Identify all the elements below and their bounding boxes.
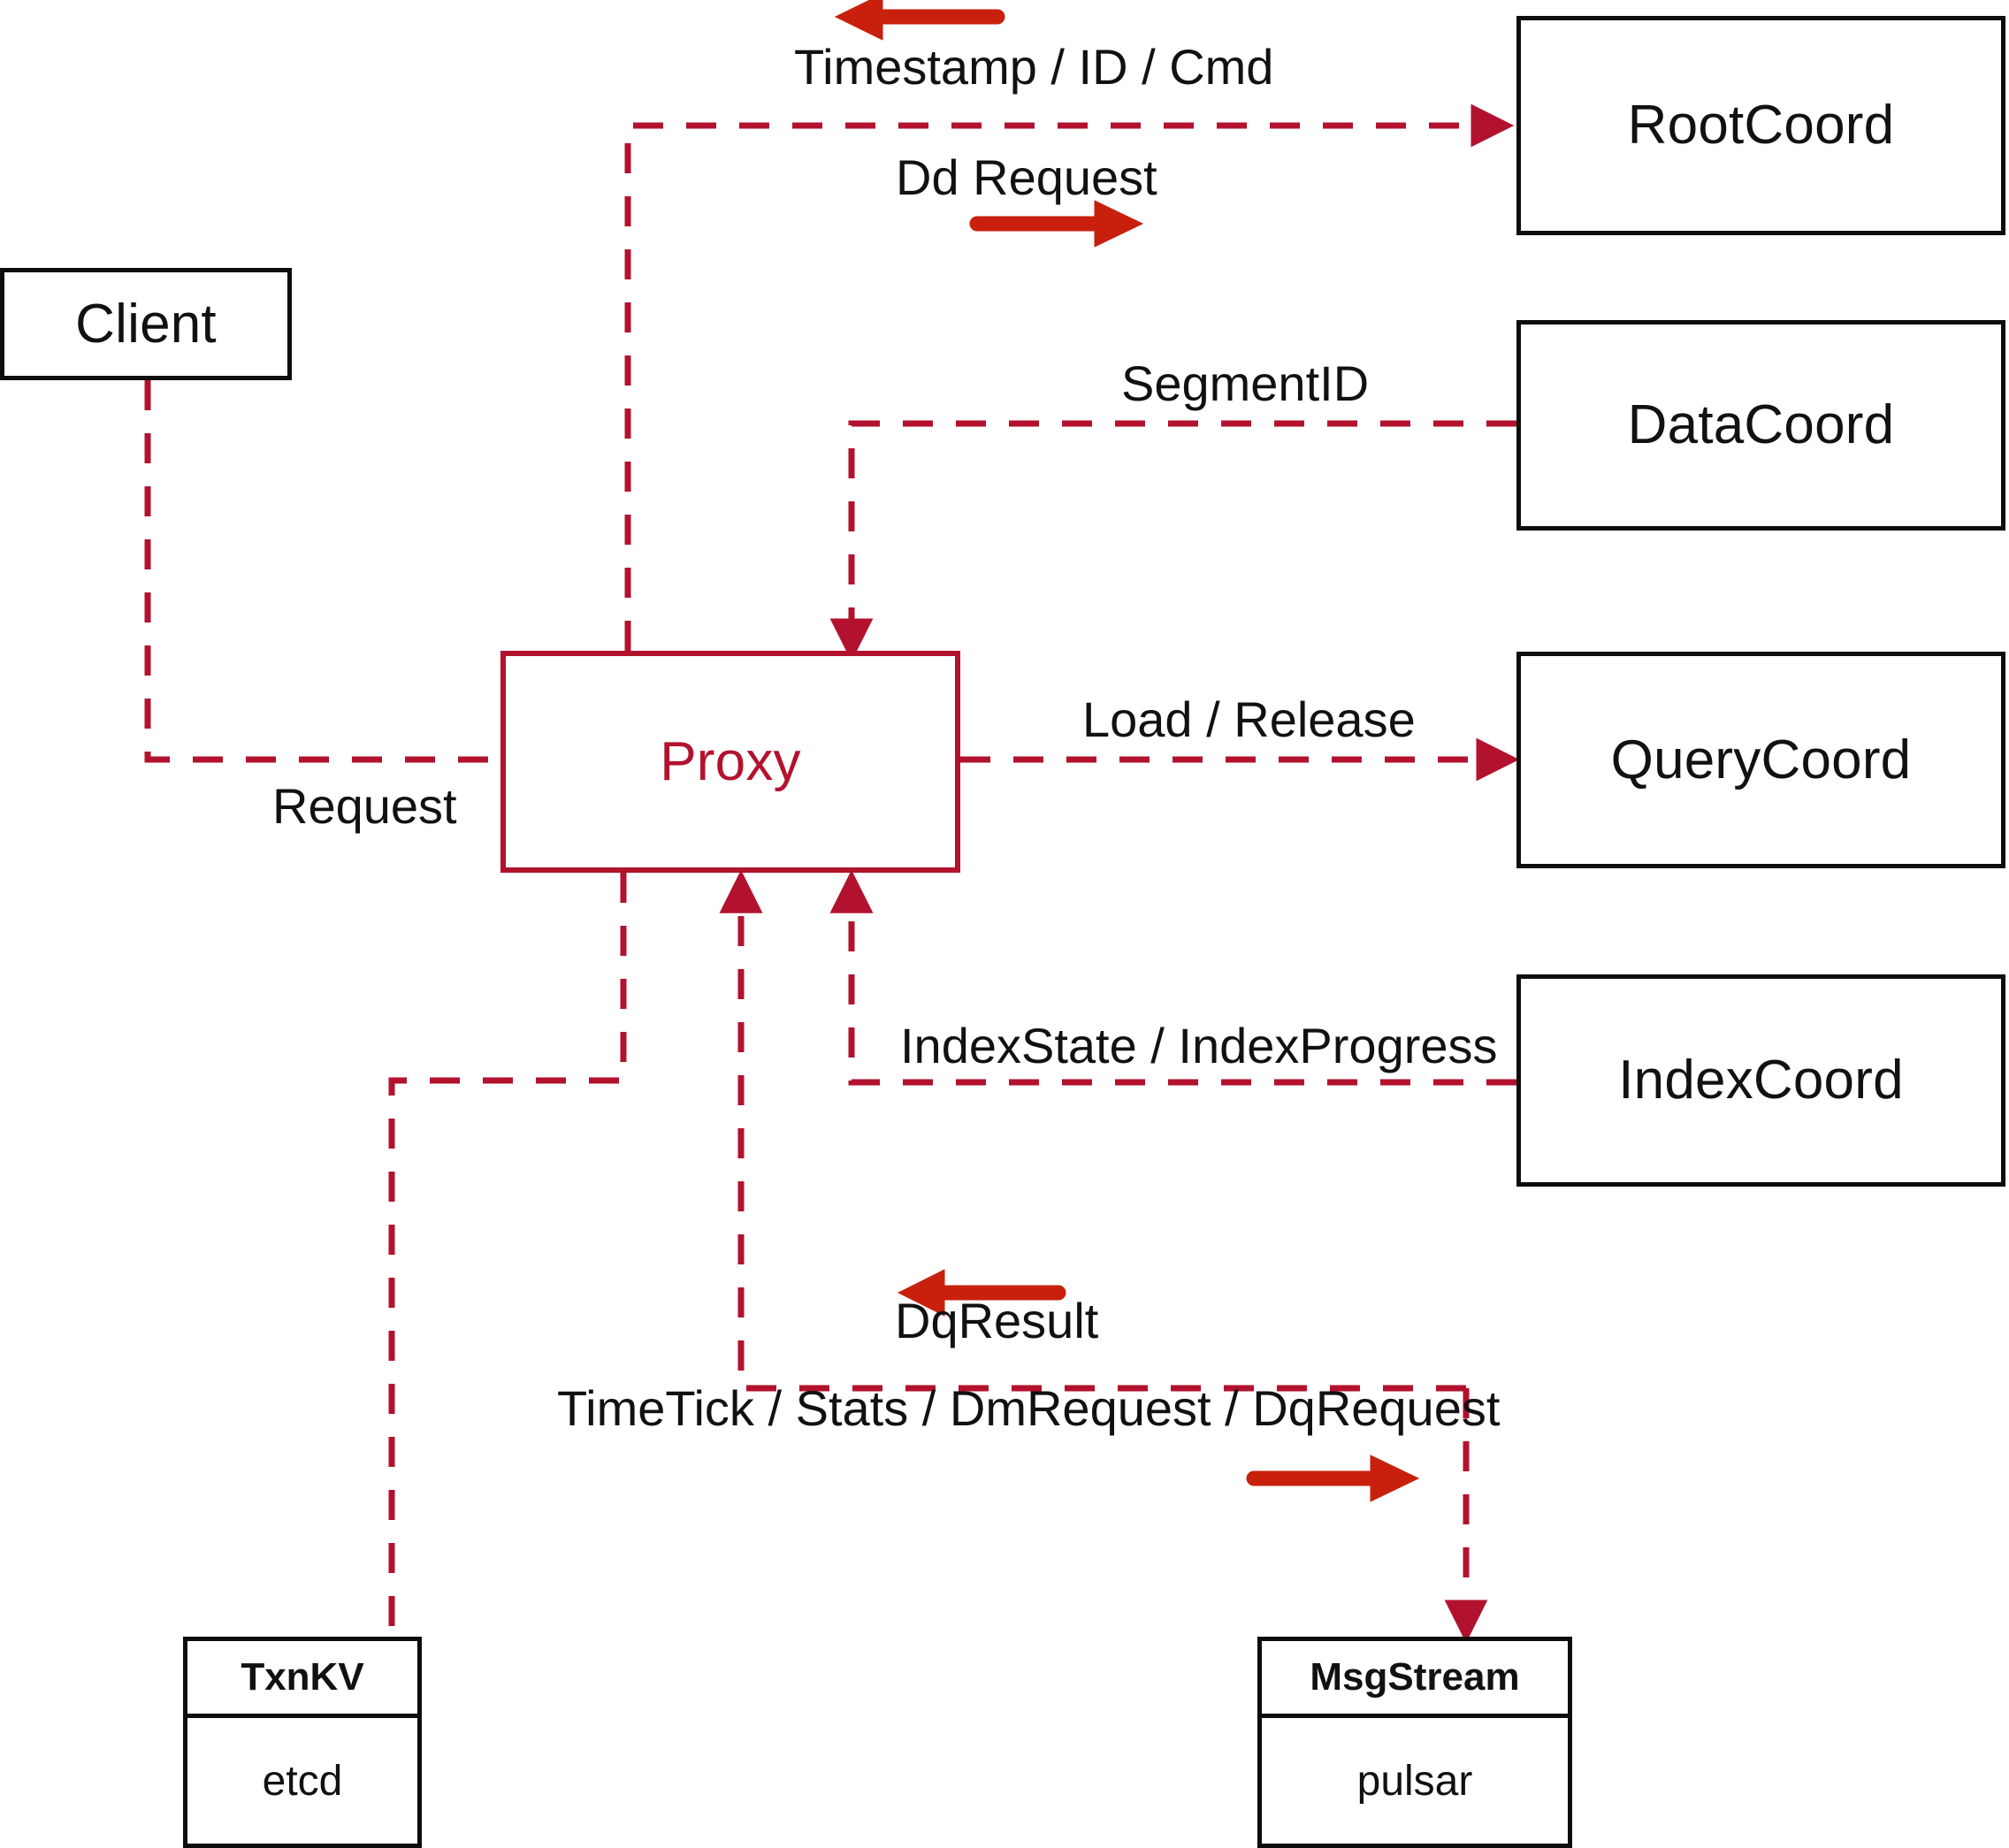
store-msgstream-body: pulsar	[1356, 1757, 1473, 1805]
node-indexcoord-label: IndexCoord	[1618, 1050, 1904, 1111]
store-txnkv[interactable]: TxnKV etcd	[183, 1637, 422, 1848]
node-proxy[interactable]: Proxy	[500, 651, 960, 873]
node-client[interactable]: Client	[0, 268, 292, 380]
node-datacoord[interactable]: DataCoord	[1516, 320, 2005, 531]
edge-label-dqresult: DqResult	[895, 1293, 1099, 1348]
direction-arrow-timetick	[1246, 1455, 1420, 1502]
store-txnkv-header: TxnKV	[187, 1641, 417, 1718]
edge-datacoord-to-proxy	[829, 420, 1516, 662]
edge-label-load-release: Load / Release	[1082, 691, 1416, 747]
edge-label-request: Request	[272, 778, 457, 834]
store-txnkv-body: etcd	[262, 1757, 343, 1805]
edge-client-to-proxy	[144, 380, 940, 782]
edge-label-timetick: TimeTick / Stats / DmRequest / DqRequest	[557, 1380, 1501, 1436]
edge-label-timestamp-id-cmd: Timestamp / ID / Cmd	[794, 39, 1274, 95]
edge-label-indexstate: IndexState / IndexProgress	[900, 1018, 1498, 1073]
edge-msgstream-to-proxy	[719, 869, 1466, 1392]
store-msgstream[interactable]: MsgStream pulsar	[1257, 1637, 1572, 1848]
node-querycoord[interactable]: QueryCoord	[1516, 652, 2005, 868]
node-client-label: Client	[75, 293, 217, 355]
node-proxy-label: Proxy	[660, 730, 801, 792]
direction-arrow-dd-request	[969, 200, 1144, 248]
edge-proxy-to-txnkv	[388, 873, 627, 1641]
node-rootcoord-label: RootCoord	[1627, 95, 1895, 156]
direction-arrow-timestamp	[834, 0, 1005, 41]
node-indexcoord[interactable]: IndexCoord	[1516, 974, 2005, 1187]
direction-arrow-dqresult	[897, 1269, 1066, 1317]
node-querycoord-label: QueryCoord	[1610, 729, 1912, 790]
edge-indexcoord-to-proxy	[829, 869, 1516, 1086]
node-datacoord-label: DataCoord	[1627, 394, 1895, 455]
edge-label-segmentid: SegmentID	[1121, 355, 1370, 411]
edge-proxy-to-rootcoord	[624, 103, 1515, 651]
edge-label-dd-request: Dd Request	[896, 149, 1157, 205]
store-msgstream-header: MsgStream	[1262, 1641, 1568, 1718]
node-rootcoord[interactable]: RootCoord	[1516, 16, 2005, 235]
